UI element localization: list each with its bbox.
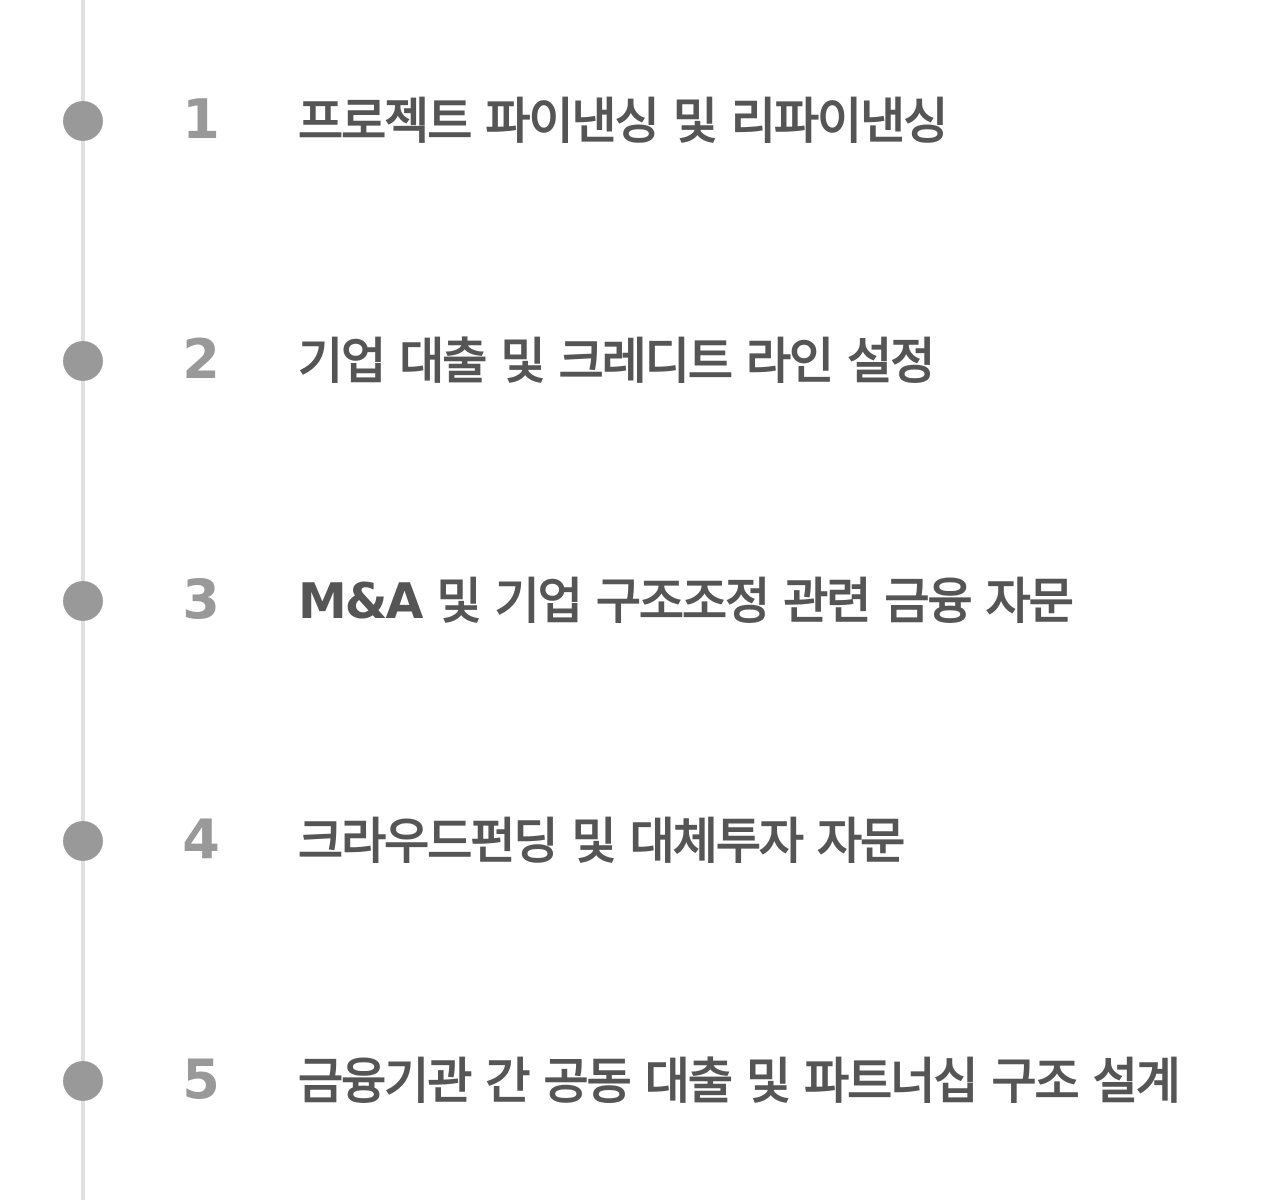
- timeline-number: 5: [182, 1048, 220, 1111]
- timeline-number: 2: [182, 328, 220, 391]
- timeline-number: 1: [182, 88, 220, 151]
- timeline-text: 크라우드펀딩 및 대체투자 자문: [298, 813, 905, 870]
- timeline-item: 1 프로젝트 파이낸싱 및 리파이낸싱: [0, 80, 1280, 160]
- timeline-dot-icon: [63, 1061, 103, 1101]
- timeline-text: 금융기관 간 공동 대출 및 파트너십 구조 설계: [298, 1053, 1181, 1110]
- timeline-number: 3: [182, 568, 220, 631]
- timeline-dot-icon: [63, 821, 103, 861]
- timeline-item: 3 M&A 및 기업 구조조정 관련 금융 자문: [0, 560, 1280, 640]
- timeline-item: 2 기업 대출 및 크레디트 라인 설정: [0, 320, 1280, 400]
- timeline-item: 5 금융기관 간 공동 대출 및 파트너십 구조 설계: [0, 1040, 1280, 1120]
- timeline-number: 4: [182, 808, 220, 871]
- timeline-dot-icon: [63, 101, 103, 141]
- timeline-text: M&A 및 기업 구조조정 관련 금융 자문: [298, 573, 1074, 630]
- timeline-text: 기업 대출 및 크레디트 라인 설정: [298, 333, 935, 390]
- timeline-dot-icon: [63, 341, 103, 381]
- timeline-dot-icon: [63, 581, 103, 621]
- timeline-item: 4 크라우드펀딩 및 대체투자 자문: [0, 800, 1280, 880]
- timeline-text: 프로젝트 파이낸싱 및 리파이낸싱: [298, 93, 948, 150]
